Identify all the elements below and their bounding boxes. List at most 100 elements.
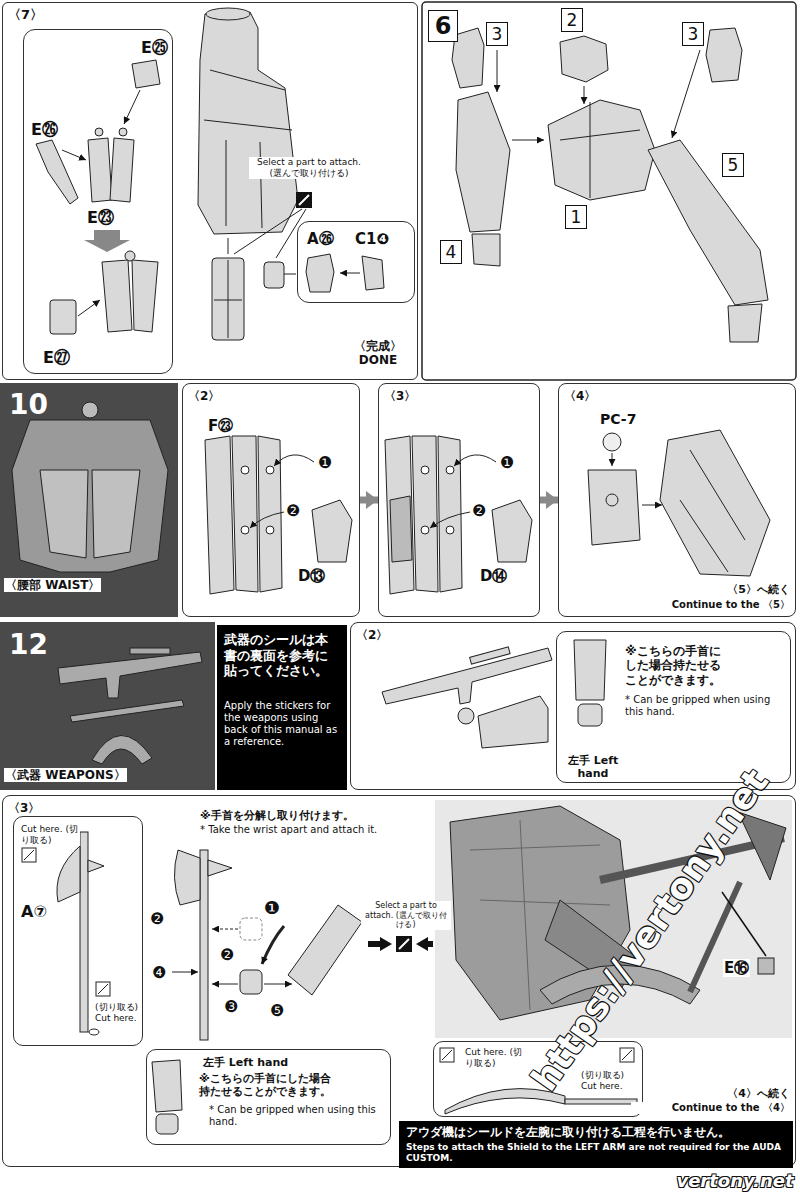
label-text: 〈3〉	[383, 389, 417, 403]
step-arrow	[540, 497, 558, 504]
axe-blade	[57, 846, 80, 902]
leader-arrow	[454, 455, 496, 466]
part-number-box: 4	[440, 240, 462, 264]
label-text: F㉓	[207, 417, 234, 435]
part	[132, 260, 158, 332]
hole	[421, 526, 429, 534]
label-text: 10	[8, 388, 49, 422]
armor-plate	[312, 500, 352, 562]
arm-part	[288, 905, 362, 995]
assembly-arrow	[584, 86, 585, 104]
substep-panel: 〈2〉F㉓❶❷D⑬	[182, 383, 360, 617]
cut-icon	[96, 982, 110, 996]
notice-banner: アウダ機はシールドを左腕に取り付ける工程を行いません。Steps to atta…	[399, 1121, 793, 1168]
part	[50, 300, 76, 334]
arm-part	[456, 92, 510, 232]
hole	[446, 526, 454, 534]
panel-line	[560, 102, 640, 198]
axe-shaft	[200, 850, 208, 1040]
armor-plate	[390, 496, 412, 562]
cut-icon	[22, 848, 36, 862]
label-text: ❸	[223, 997, 239, 1016]
watermark: vertony.net	[676, 1171, 793, 1191]
callout-number: 5	[727, 157, 740, 174]
label-text: D⑬	[297, 567, 326, 585]
label-text: Continue to the 〈4〉	[631, 1102, 791, 1114]
cut-icon	[622, 1050, 632, 1060]
armor-plate	[40, 470, 140, 558]
hole	[421, 466, 429, 474]
step-number: 6	[428, 10, 458, 42]
leader-arrow	[250, 512, 284, 528]
part	[125, 251, 135, 261]
label-text: E㉕	[140, 38, 169, 57]
assembly-arrow	[62, 150, 86, 160]
leader-arrow	[274, 455, 314, 466]
armor-part	[385, 436, 414, 594]
label-text: ※こちらの手首にした場合 持たせることができます。	[198, 1072, 338, 1098]
shoulder-part	[706, 28, 742, 82]
assembly-arrow	[612, 453, 613, 466]
substep-panel: E㉕E㉖E㉓E㉗A㉖C1❹〈7〉Select a part to attach.…	[2, 2, 418, 380]
label-text: 〈7〉	[7, 7, 44, 23]
label-text: 〈4〉	[563, 389, 597, 403]
part	[36, 140, 78, 204]
label-text: C1❹	[354, 230, 390, 248]
assembly-arrow	[262, 926, 284, 964]
label-text: Cut here. (切り取る)	[20, 824, 80, 846]
label-text: Apply the stickers for the weapons using…	[223, 700, 341, 748]
body-part	[548, 100, 655, 200]
axe-spike	[208, 860, 232, 876]
part-number-box: 2	[561, 8, 583, 32]
label-text: * Can be gripped when using this hand.	[624, 694, 784, 718]
step-arrow	[84, 230, 130, 252]
leader-arrow	[430, 512, 470, 528]
label-text: ※こちらの手首に した場合持たせる ことができます。	[624, 644, 729, 687]
foot-part	[362, 256, 384, 290]
axe-blade	[445, 1089, 565, 1114]
label-text: D⑭	[479, 567, 508, 585]
assembly-arrow	[124, 90, 140, 124]
panel-line	[204, 70, 292, 228]
step-arrow	[360, 497, 378, 504]
part	[119, 128, 127, 136]
assembly-arrow	[497, 50, 498, 92]
label-text: E㉓	[86, 208, 115, 227]
label-text: 〈武器 WEAPONS〉	[4, 768, 127, 782]
ghost-hand	[240, 918, 262, 940]
part-number-box: 3	[682, 22, 704, 46]
joint-part	[588, 470, 640, 545]
hole	[241, 466, 249, 474]
hole	[241, 526, 249, 534]
hand-part	[578, 704, 602, 726]
cut-icon	[24, 850, 34, 860]
label-text: 左手 Left hand	[562, 754, 624, 780]
armor-plate	[492, 500, 532, 562]
label-text: Continue to the 〈5〉	[621, 599, 791, 611]
armor-part	[438, 436, 462, 592]
axe-blade	[92, 735, 152, 764]
hole	[266, 526, 274, 534]
label-text: 〈2〉	[355, 628, 389, 642]
label-text: E㉖	[30, 120, 59, 139]
label-text: ❶	[317, 453, 333, 472]
substep-panel: 〈3〉❶❷D⑭	[378, 383, 540, 617]
select-icon	[296, 192, 312, 208]
head-part	[560, 36, 608, 82]
callout-number: 1	[570, 209, 583, 226]
rifle-scope	[470, 647, 510, 664]
label-text: A⑦	[20, 902, 48, 921]
callout-number: 2	[566, 12, 579, 29]
hand-part	[472, 234, 500, 266]
label-text: アウダ機はシールドを左腕に取り付ける工程を行いません。	[405, 1125, 787, 1139]
label-text: ❹	[151, 963, 167, 982]
option-box: A㉖C1❹	[297, 221, 415, 303]
waist-part	[12, 420, 168, 572]
hole	[446, 466, 454, 474]
note-box: 左手 Left hand※こちらの手首にした場合 持たせることができます。* C…	[146, 1049, 391, 1145]
label-text: 左手 Left hand	[202, 1056, 289, 1069]
axe-spike	[88, 860, 104, 872]
label-text: ❷	[219, 945, 235, 964]
label-text: ❺	[269, 1001, 285, 1020]
